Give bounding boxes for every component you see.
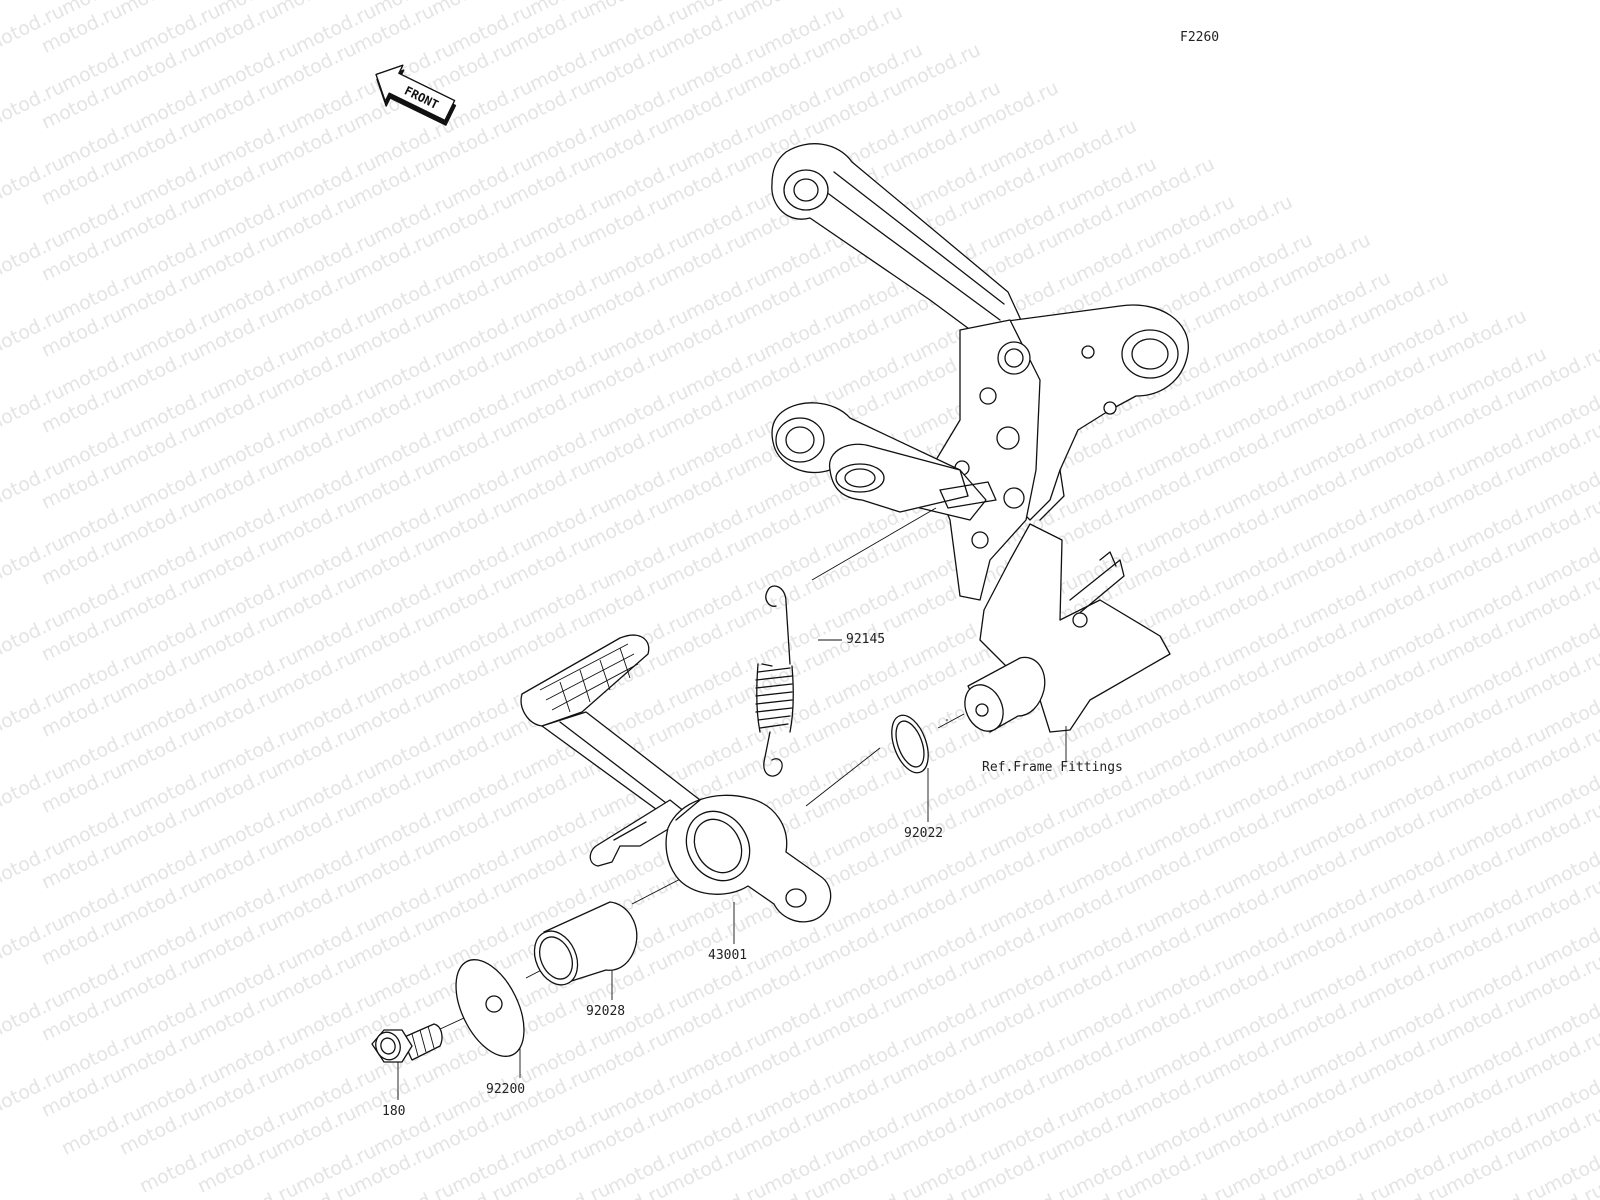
part-92028-bushing — [533, 901, 638, 986]
frame-bracket — [771, 143, 1189, 733]
part-43001-brake-pedal — [520, 634, 832, 923]
part-label-92200: 92200 — [486, 1082, 526, 1097]
part-label-92022: 92022 — [904, 826, 944, 841]
part-label-43001: 43001 — [708, 948, 748, 963]
part-label-180: 180 — [382, 1104, 406, 1119]
part-180-bolt — [371, 1023, 443, 1063]
front-direction-arrow: FRONT — [375, 64, 457, 126]
part-label-92028: 92028 — [586, 1004, 626, 1019]
part-label-92145: 92145 — [846, 632, 886, 647]
reference-note: Ref.Frame Fittings — [982, 760, 1123, 775]
figure-code: F2260 — [1180, 30, 1220, 45]
part-92200-washer — [455, 959, 525, 1057]
part-92022-washer — [891, 714, 929, 774]
part-92145-spring — [755, 585, 794, 777]
